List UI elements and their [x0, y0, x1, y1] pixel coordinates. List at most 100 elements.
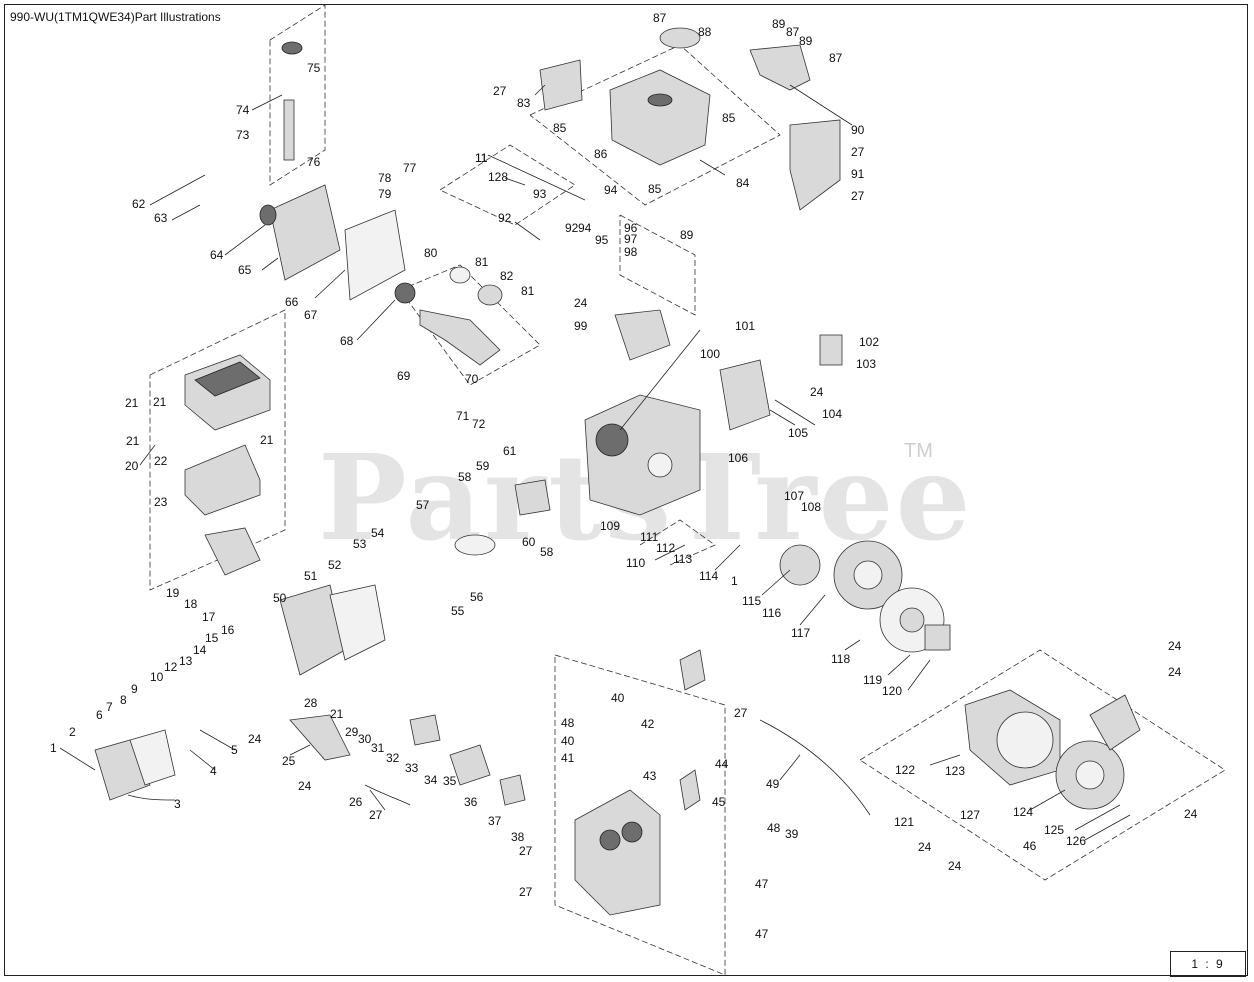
- callout-label-92: 92: [565, 221, 579, 235]
- callout-label-30: 30: [358, 732, 372, 746]
- callout-label-111: 111: [640, 530, 659, 544]
- callout-label-79: 79: [378, 187, 392, 201]
- callout-label-7: 7: [106, 700, 113, 714]
- callout-label-5: 5: [231, 743, 238, 757]
- callout-label-87: 87: [786, 25, 800, 39]
- callout-label-125: 125: [1044, 823, 1064, 837]
- callout-label-97: 97: [624, 232, 638, 246]
- callout-label-31: 31: [371, 741, 385, 755]
- callout-label-123: 123: [945, 764, 965, 778]
- callout-label-109: 109: [600, 519, 620, 533]
- callout-label-21: 21: [153, 395, 167, 409]
- callout-label-21: 21: [126, 434, 140, 448]
- callout-label-77: 77: [403, 161, 417, 175]
- callout-label-24: 24: [810, 385, 824, 399]
- callout-label-76: 76: [307, 155, 321, 169]
- callout-label-1: 1: [731, 574, 738, 588]
- callout-label-90: 90: [851, 123, 865, 137]
- callout-label-50: 50: [273, 591, 287, 605]
- callout-label-11: 11: [475, 151, 488, 165]
- callout-label-116: 116: [762, 606, 781, 620]
- callout-label-12: 12: [164, 660, 178, 674]
- callout-label-49: 49: [766, 777, 780, 791]
- callout-label-19: 19: [166, 586, 180, 600]
- callout-label-27: 27: [851, 189, 865, 203]
- callout-label-89: 89: [799, 34, 813, 48]
- callout-label-84: 84: [736, 176, 750, 190]
- callout-label-35: 35: [443, 774, 457, 788]
- callout-label-85: 85: [648, 182, 662, 196]
- callout-label-20: 20: [125, 459, 139, 473]
- callout-label-26: 26: [349, 795, 363, 809]
- callout-label-110: 110: [626, 556, 645, 570]
- callout-label-87: 87: [829, 51, 843, 65]
- callout-label-11: 11: [475, 151, 488, 165]
- callout-label-98: 98: [624, 245, 638, 259]
- callout-label-81: 81: [475, 255, 489, 269]
- callout-label-4: 4: [210, 764, 217, 778]
- callout-label-24: 24: [298, 779, 312, 793]
- callout-label-101: 101: [735, 319, 755, 333]
- callout-label-93: 93: [533, 187, 547, 201]
- page-indicator: 1 : 9: [1170, 951, 1246, 977]
- callout-label-82: 82: [500, 269, 514, 283]
- callout-label-78: 78: [378, 171, 392, 185]
- callout-label-27: 27: [369, 808, 383, 822]
- callout-label-41: 41: [561, 751, 575, 765]
- trademark-mark: TM: [904, 440, 933, 462]
- callout-label-6: 6: [96, 708, 103, 722]
- callout-label-29: 29: [345, 725, 359, 739]
- callout-label-62: 62: [132, 197, 146, 211]
- callout-label-106: 106: [728, 451, 748, 465]
- callout-label-14: 14: [193, 643, 207, 657]
- callout-label-64: 64: [210, 248, 224, 262]
- callout-label-69: 69: [397, 369, 411, 383]
- callout-label-66: 66: [285, 295, 299, 309]
- callout-label-115: 115: [742, 594, 761, 608]
- callout-label-8: 8: [120, 693, 127, 707]
- callout-label-24: 24: [1184, 807, 1198, 821]
- callout-label-73: 73: [236, 128, 250, 142]
- group-outlines: [149, 4, 1226, 976]
- callout-label-27: 27: [734, 706, 748, 720]
- callout-label-44: 44: [715, 757, 729, 771]
- callout-label-24: 24: [248, 732, 262, 746]
- callout-label-25: 25: [282, 754, 296, 768]
- callout-label-15: 15: [205, 631, 219, 645]
- callout-label-59: 59: [476, 459, 490, 473]
- callout-label-13: 13: [179, 654, 193, 668]
- callout-label-10: 10: [150, 670, 164, 684]
- callout-label-27: 27: [493, 84, 507, 98]
- callout-label-86: 86: [594, 147, 608, 161]
- callout-label-40: 40: [561, 734, 575, 748]
- callout-label-46: 46: [1023, 839, 1037, 853]
- callout-label-121: 121: [894, 815, 914, 829]
- leader-lines: [59, 84, 1131, 841]
- callout-label-89: 89: [680, 228, 694, 242]
- callout-label-126: 126: [1066, 834, 1086, 848]
- callout-label-74: 74: [236, 103, 250, 117]
- callout-label-88: 88: [698, 25, 712, 39]
- callout-label-70: 70: [465, 372, 479, 386]
- callout-label-37: 37: [488, 814, 502, 828]
- callout-label-67: 67: [304, 308, 318, 322]
- callout-label-45: 45: [712, 795, 726, 809]
- callout-label-108: 108: [801, 500, 821, 514]
- callout-label-2: 2: [69, 725, 76, 739]
- callout-label-68: 68: [340, 334, 354, 348]
- callout-label-18: 18: [184, 597, 198, 611]
- callout-label-24: 24: [918, 840, 932, 854]
- callout-label-47: 47: [755, 927, 769, 941]
- callout-label-34: 34: [424, 773, 438, 787]
- callout-label-39: 39: [785, 827, 799, 841]
- callout-label-32: 32: [386, 751, 400, 765]
- callout-label-43: 43: [643, 769, 657, 783]
- callout-label-117: 117: [791, 626, 810, 640]
- callout-label-72: 72: [472, 417, 486, 431]
- callout-label-114: 114: [699, 569, 718, 583]
- callout-label-113: 113: [673, 552, 692, 566]
- callout-label-27: 27: [851, 145, 865, 159]
- callout-label-119: 119: [863, 673, 882, 687]
